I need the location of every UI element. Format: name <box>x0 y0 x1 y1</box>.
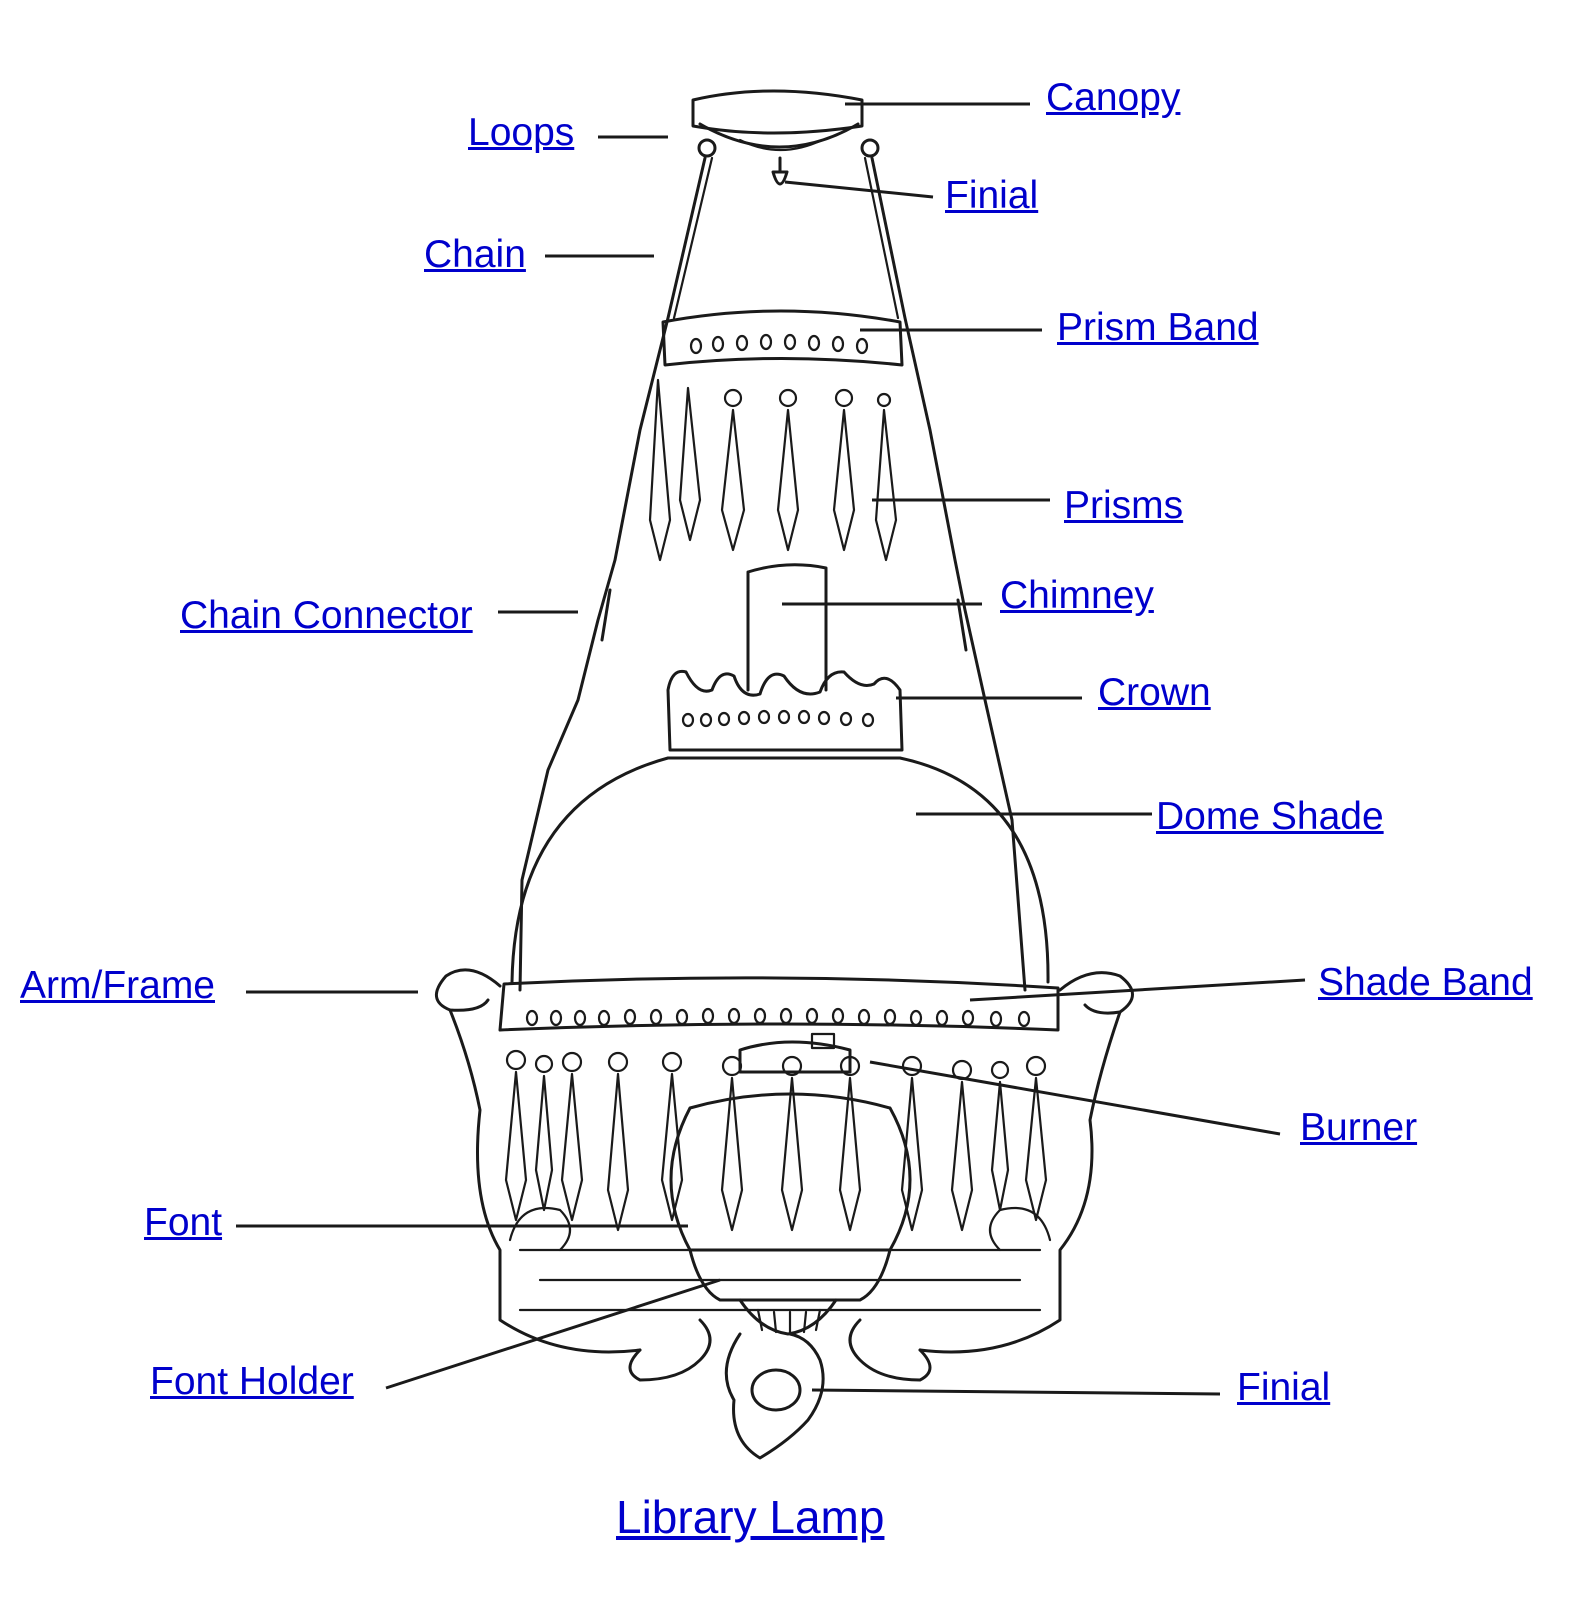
dome-shade-drawing <box>510 756 1050 984</box>
label-loops[interactable]: Loops <box>468 111 575 154</box>
font-drawing <box>669 1092 912 1302</box>
chimney-drawing <box>746 563 828 692</box>
leader-lines <box>236 102 1306 1396</box>
crown-drawing <box>666 669 904 752</box>
label-chain[interactable]: Chain <box>424 233 526 276</box>
canopy-drawing <box>691 89 880 186</box>
label-shade-band[interactable]: Shade Band <box>1318 961 1533 1004</box>
diagram-title[interactable]: Library Lamp <box>616 1491 885 1543</box>
label-arm-frame[interactable]: Arm/Frame <box>20 964 215 1007</box>
prism-band-drawing <box>661 309 904 367</box>
label-prism-band[interactable]: Prism Band <box>1057 306 1259 349</box>
label-prisms[interactable]: Prisms <box>1064 484 1184 527</box>
label-finial-bottom[interactable]: Finial <box>1237 1366 1331 1409</box>
label-font-holder[interactable]: Font Holder <box>150 1360 354 1403</box>
bottom-finial-drawing <box>724 1332 825 1460</box>
upper-prisms-drawing <box>648 378 898 562</box>
chain-drawing <box>518 156 1027 992</box>
lower-prisms-drawing <box>504 1049 1048 1232</box>
label-canopy[interactable]: Canopy <box>1046 76 1181 119</box>
shade-band-drawing <box>498 976 1060 1032</box>
label-crown[interactable]: Crown <box>1098 671 1211 714</box>
label-chimney[interactable]: Chimney <box>1000 574 1154 617</box>
label-font[interactable]: Font <box>144 1201 223 1244</box>
font-holder-drawing <box>628 1298 932 1382</box>
arm-frame-drawing <box>435 968 1134 1354</box>
label-chain-connector[interactable]: Chain Connector <box>180 594 473 637</box>
burner-drawing <box>738 1032 852 1074</box>
label-dome-shade[interactable]: Dome Shade <box>1156 795 1384 838</box>
label-finial-top[interactable]: Finial <box>945 174 1039 217</box>
label-burner[interactable]: Burner <box>1300 1106 1418 1149</box>
